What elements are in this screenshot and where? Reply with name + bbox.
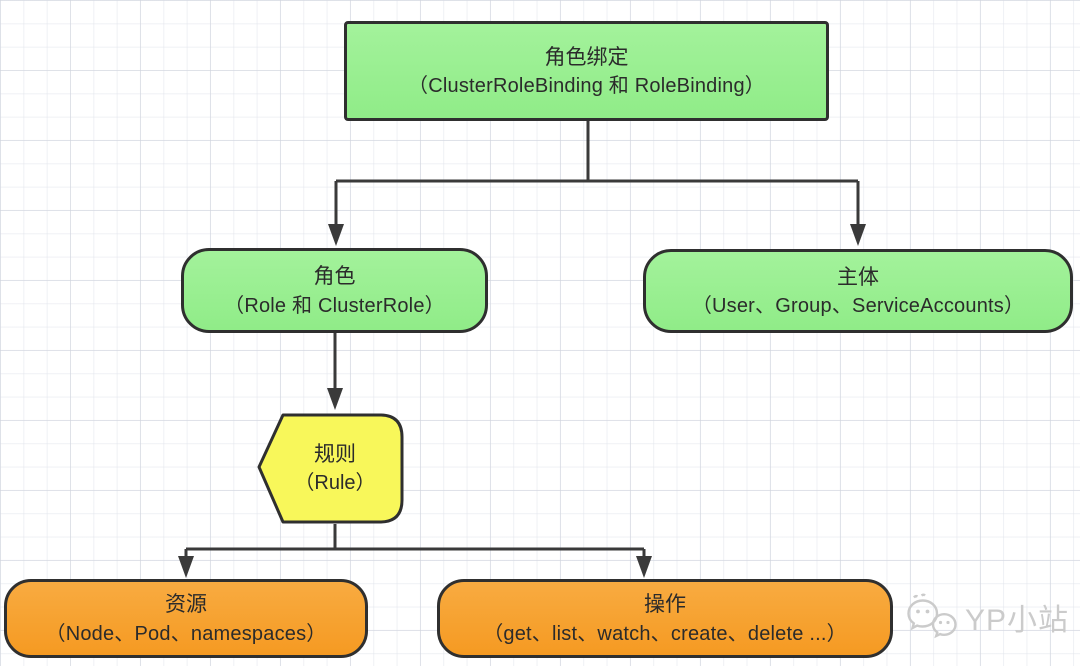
node-role-binding-subtitle: （ClusterRoleBinding 和 RoleBinding） (408, 75, 765, 98)
node-action-subtitle: （get、list、watch、create、delete ...） (483, 622, 847, 645)
node-role-binding: 角色绑定 （ClusterRoleBinding 和 RoleBinding） (344, 21, 829, 121)
arrowhead-to-rule (327, 388, 343, 410)
node-rule-title: 规则 (314, 442, 356, 466)
node-resource-subtitle: （Node、Pod、namespaces） (45, 622, 327, 645)
watermark: YP小站 (904, 593, 1069, 641)
node-role: 角色 （Role 和 ClusterRole） (181, 248, 488, 333)
node-action-title: 操作 (644, 593, 686, 617)
arrowhead-to-subject (850, 224, 866, 246)
node-subject-subtitle: （User、Group、ServiceAccounts） (691, 295, 1025, 318)
node-role-title: 角色 (313, 265, 356, 289)
node-subject-title: 主体 (837, 265, 879, 289)
node-rule-subtitle: （Rule） (294, 472, 376, 495)
node-rule: 规则 （Rule） (268, 417, 402, 519)
wechat-icon (907, 593, 957, 639)
node-role-binding-title: 角色绑定 (544, 45, 629, 69)
node-subject: 主体 （User、Group、ServiceAccounts） (643, 249, 1073, 333)
arrowhead-to-action (636, 556, 652, 578)
watermark-text: YP小站 (965, 604, 1070, 637)
arrowhead-to-role (328, 224, 344, 246)
node-role-subtitle: （Role 和 ClusterRole） (224, 294, 445, 317)
node-rule-shape (257, 413, 404, 524)
node-resource: 资源 （Node、Pod、namespaces） (4, 579, 368, 658)
edge-binding-split (334, 121, 860, 226)
node-resource-title: 资源 (165, 593, 207, 617)
node-action: 操作 （get、list、watch、create、delete ...） (437, 579, 893, 658)
arrowhead-to-resource (178, 556, 194, 578)
